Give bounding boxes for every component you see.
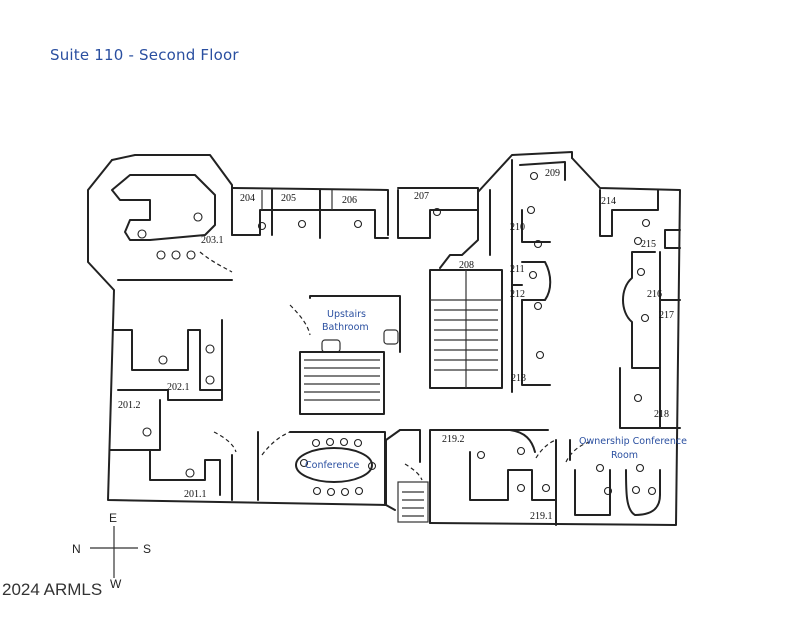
room-219-2-label: 219.2 <box>442 434 465 445</box>
room-219-1-label: 219.1 <box>530 511 553 522</box>
east-column-walls <box>511 159 566 393</box>
office-219-walls <box>469 429 557 526</box>
room-204-label: 204 <box>240 193 255 204</box>
room-208-label: 208 <box>459 260 474 271</box>
room-218-label: 218 <box>654 409 669 420</box>
compass-rose: E N S W <box>72 511 151 591</box>
conference-label: Conference <box>305 460 359 471</box>
conference-room-walls <box>289 429 429 523</box>
room-205-label: 205 <box>281 193 296 204</box>
room-213-label: 213 <box>511 373 526 384</box>
room-211-label: 211 <box>510 264 525 275</box>
room-214-label: 214 <box>601 196 616 207</box>
compass-west: W <box>110 577 122 591</box>
bathroom-label: Bathroom <box>322 322 369 333</box>
room-201-2-label: 201.2 <box>118 400 141 411</box>
west-offices-walls <box>109 319 291 501</box>
office-203-1-walls <box>111 174 233 281</box>
ownership-room-label: Room <box>611 450 638 461</box>
room-216-label: 216 <box>647 289 662 300</box>
room-201-1-label: 201.1 <box>184 489 207 500</box>
room-209-label: 209 <box>545 168 560 179</box>
compass-south: S <box>143 542 151 556</box>
upstairs-label: Upstairs <box>327 309 366 320</box>
compass-east: E <box>109 511 117 525</box>
central-core-walls <box>289 295 401 415</box>
room-202-1-label: 202.1 <box>167 382 190 393</box>
room-206-label: 206 <box>342 195 357 206</box>
watermark: 2024 ARMLS <box>2 580 103 599</box>
ownership-conference-label: Ownership Conference <box>579 436 687 447</box>
room-207-label: 207 <box>414 191 429 202</box>
stair-east <box>429 189 503 389</box>
plan-title: Suite 110 - Second Floor <box>50 46 239 64</box>
room-212-label: 212 <box>510 289 525 300</box>
far-east-offices-walls <box>599 189 681 429</box>
room-217-label: 217 <box>659 310 674 321</box>
compass-north: N <box>72 542 81 556</box>
room-203-1-label: 203.1 <box>201 235 224 246</box>
ownership-conference-walls <box>565 439 661 516</box>
conference-table <box>295 447 373 483</box>
room-215-label: 215 <box>641 239 656 250</box>
room-210-label: 210 <box>510 222 525 233</box>
